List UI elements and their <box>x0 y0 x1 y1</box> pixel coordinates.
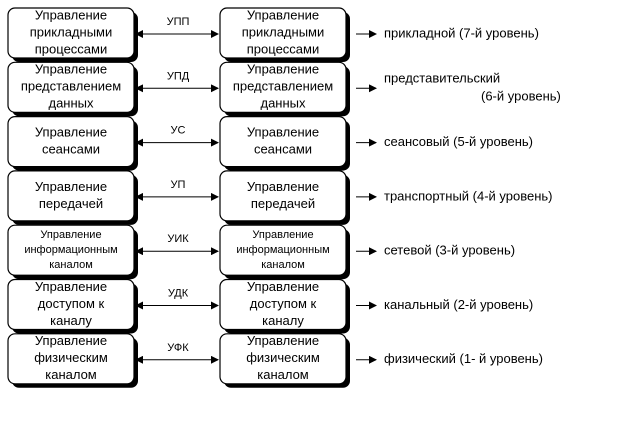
right-box <box>219 333 347 385</box>
left-box-text: Управление <box>35 7 107 22</box>
right-box-text: Управление <box>247 62 319 77</box>
right-box-text: сеансами <box>254 142 312 157</box>
left-box <box>7 7 135 59</box>
left-box-text: процессами <box>35 41 107 56</box>
right-box-text: каналу <box>262 313 304 328</box>
left-box-text: Управление <box>35 62 107 77</box>
right-box <box>219 61 347 113</box>
right-box <box>219 278 347 331</box>
right-box-text: физическим <box>246 350 320 365</box>
right-box-text: Управление <box>247 333 319 348</box>
left-box-text: данных <box>48 96 94 111</box>
level-label: канальный (2-й уровень) <box>384 297 533 312</box>
left-box-text: Управление <box>35 279 107 294</box>
right-box-text: доступом к <box>250 296 317 311</box>
right-box-text: процессами <box>247 41 319 56</box>
level-label: сетевой (3-й уровень) <box>384 243 515 258</box>
right-box-text: представлением <box>233 79 333 94</box>
left-box-text: прикладными <box>30 24 113 39</box>
left-box <box>7 170 135 222</box>
level-label: транспортный (4-й уровень) <box>384 188 553 203</box>
level-label: прикладной (7-й уровень) <box>384 25 539 40</box>
left-box-text: каналу <box>50 313 92 328</box>
right-box-text: информационным <box>236 244 329 256</box>
left-box <box>7 224 135 276</box>
left-box-text: Управление <box>35 179 107 194</box>
right-box-text: прикладными <box>242 24 325 39</box>
left-box-text: представлением <box>21 79 121 94</box>
protocol-label: УПД <box>167 70 190 82</box>
left-box-text: Управление <box>35 333 107 348</box>
right-box <box>219 224 347 276</box>
left-box-text: сеансами <box>42 142 100 157</box>
level-label: представительский <box>384 71 500 86</box>
level-label: сеансовый (5-й уровень) <box>384 134 533 149</box>
left-box <box>7 333 135 385</box>
protocol-label: УП <box>171 179 186 191</box>
protocol-label: УС <box>171 125 186 137</box>
left-box-text: каналом <box>49 259 93 271</box>
level-label-sub: (6-й уровень) <box>481 89 561 104</box>
protocol-label: УПП <box>167 16 190 28</box>
protocol-label: УДК <box>168 288 189 300</box>
protocol-label: УФК <box>167 342 189 354</box>
left-box <box>7 115 135 168</box>
right-box <box>219 115 347 168</box>
right-box-text: данных <box>260 96 306 111</box>
left-box <box>7 61 135 113</box>
level-label: физический (1- й уровень) <box>384 351 543 366</box>
left-box-text: информационным <box>24 244 117 256</box>
right-box-text: передачей <box>251 196 315 211</box>
left-box-text: Управление <box>35 125 107 140</box>
right-box-text: Управление <box>247 279 319 294</box>
left-box-text: Управление <box>40 229 101 241</box>
left-box-text: физическим <box>34 350 108 365</box>
left-box-text: доступом к <box>38 296 105 311</box>
left-box-text: каналом <box>45 367 97 382</box>
right-box <box>219 170 347 222</box>
right-box-text: каналом <box>261 259 305 271</box>
left-box-text: передачей <box>39 196 103 211</box>
left-box <box>7 278 135 331</box>
right-box-text: Управление <box>247 125 319 140</box>
right-box-text: каналом <box>257 367 309 382</box>
right-box-text: Управление <box>247 7 319 22</box>
protocol-label: УИК <box>167 233 189 245</box>
right-box <box>219 7 347 59</box>
right-box-text: Управление <box>252 229 313 241</box>
right-box-text: Управление <box>247 179 319 194</box>
